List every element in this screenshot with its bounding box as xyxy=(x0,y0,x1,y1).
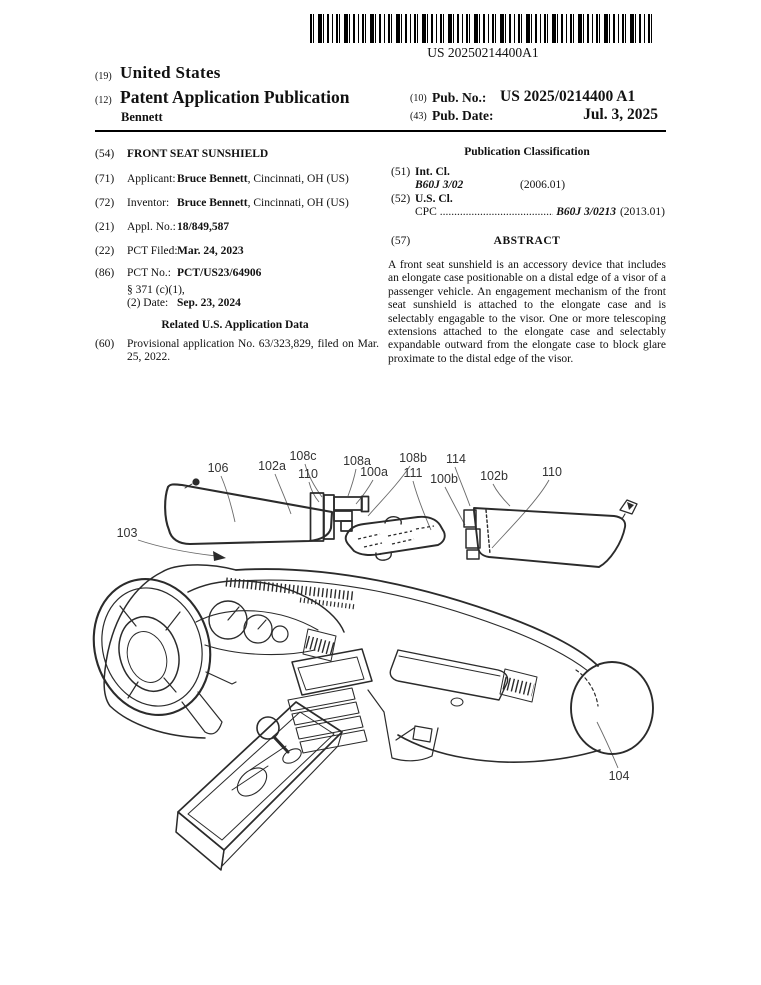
inventor-name: Bruce Bennett xyxy=(177,197,248,209)
stack-slats xyxy=(287,687,368,754)
steering-wheel xyxy=(92,578,212,716)
pct-no-label: PCT No.: xyxy=(127,267,171,279)
applicant-rest: , Cincinnati, OH (US) xyxy=(247,173,349,185)
appl-no-value: 18/849,587 xyxy=(177,221,230,233)
applicant-row: Applicant:Bruce Bennett, Cincinnati, OH … xyxy=(127,173,349,185)
applicant-name: Bruce Bennett xyxy=(177,173,248,185)
ref-label: 114 xyxy=(446,452,466,466)
abstract-num: (57) xyxy=(391,235,411,247)
telescoping-extension-a xyxy=(333,496,363,511)
barcode xyxy=(310,14,656,43)
reference-numerals: 106 102a 108c 110 108a 100a 108b 111 114… xyxy=(117,449,630,783)
side-vent xyxy=(499,668,538,703)
pct-no-num: (86) xyxy=(95,267,115,279)
country-name: United States xyxy=(120,63,221,82)
publication-classification-header: Publication Classification xyxy=(464,146,590,158)
pct-filed-num: (22) xyxy=(95,245,115,257)
dashboard-end-cap xyxy=(570,661,654,755)
applicant-surname: Bennett xyxy=(121,110,163,124)
inventor-label: Inventor: xyxy=(127,197,170,209)
us-cl-num: (52) xyxy=(391,193,411,205)
kind-code-10: (10) xyxy=(410,93,427,104)
s371-line1: § 371 (c)(1), xyxy=(127,284,185,296)
s371-date-label: (2) Date: xyxy=(127,297,169,309)
s371-date-value: Sep. 23, 2024 xyxy=(177,297,241,309)
cpc-label: CPC xyxy=(415,206,437,218)
provisional-text: Provisional application No. 63/323,829, … xyxy=(127,338,379,364)
right-visor xyxy=(463,499,638,568)
kind-code-19: (19) xyxy=(95,71,112,82)
ref-label: 110 xyxy=(298,467,318,481)
ref-label: 108b xyxy=(399,451,427,465)
applicant-num: (71) xyxy=(95,173,115,185)
defroster-vent xyxy=(225,577,357,610)
abstract-text: A front seat sunshield is an accessory d… xyxy=(388,259,666,365)
ref-label: 100a xyxy=(360,465,388,479)
ref-label: 100b xyxy=(430,472,458,486)
ref-label: 108c xyxy=(289,449,316,463)
visor-mount-bracket xyxy=(619,499,638,520)
title-num: (54) xyxy=(95,148,115,160)
center-screen xyxy=(291,648,373,696)
visor-pivot xyxy=(192,478,200,486)
invention-title: FRONT SEAT SUNSHIELD xyxy=(127,148,269,160)
pct-filed-value: Mar. 24, 2023 xyxy=(177,245,244,257)
pub-no-value: US 2025/0214400 A1 xyxy=(500,88,636,105)
inventor-num: (72) xyxy=(95,197,115,209)
cpc-line: CPC ....................................… xyxy=(415,206,665,218)
ref-label: 111 xyxy=(403,466,422,480)
kick-panel xyxy=(367,689,439,762)
ref-label: 110 xyxy=(542,465,562,479)
ref-label: 104 xyxy=(609,769,630,783)
abstract-header: ABSTRACT xyxy=(493,235,561,247)
us-cl-label: U.S. Cl. xyxy=(415,193,453,205)
cpc-dot-leader: ........................................… xyxy=(439,206,553,218)
center-console xyxy=(175,701,343,871)
applicant-label: Applicant: xyxy=(127,173,176,185)
arrowhead-103 xyxy=(213,551,226,561)
rearview-mirror xyxy=(344,515,446,561)
inventor-row: Inventor: Bruce Bennett, Cincinnati, OH (… xyxy=(127,197,349,209)
related-data-header: Related U.S. Application Data xyxy=(161,319,309,331)
patent-figure: 106 102a 108c 110 108a 100a 108b 111 114… xyxy=(92,449,654,871)
engagement-mechanism xyxy=(463,509,481,560)
pct-no-value: PCT/US23/64906 xyxy=(177,267,262,279)
ref-label: 102a xyxy=(258,459,286,473)
ref-label: 108a xyxy=(343,454,371,468)
pub-no-label: Pub. No.: xyxy=(432,90,487,105)
case-dashed-outline xyxy=(485,509,491,555)
gear-shifter xyxy=(256,716,302,764)
kind-code-43: (43) xyxy=(410,111,427,122)
airbag-panel xyxy=(389,649,509,707)
wiper-stalk xyxy=(205,671,237,685)
appl-no-label: Appl. No.: xyxy=(127,221,176,233)
left-visor xyxy=(164,478,334,546)
mirror-glass-stipple xyxy=(357,525,435,548)
pct-filed-label: PCT Filed: xyxy=(127,245,178,257)
header-divider xyxy=(95,130,666,132)
int-cl-code: B60J 3/02 xyxy=(415,179,464,191)
elongate-case xyxy=(309,492,370,542)
barcode-number: US 20250214400A1 xyxy=(427,45,539,60)
inventor-rest: , Cincinnati, OH (US) xyxy=(247,197,349,209)
ref-label: 102b xyxy=(480,469,508,483)
int-cl-version: (2006.01) xyxy=(520,179,566,191)
cpc-code: B60J 3/0213 xyxy=(556,206,616,218)
publication-type: Patent Application Publication xyxy=(120,87,350,107)
ref-label: 106 xyxy=(208,461,229,475)
pub-date-value: Jul. 3, 2025 xyxy=(583,106,658,123)
center-vent xyxy=(302,628,337,662)
appl-no-num: (21) xyxy=(95,221,115,233)
cup-holder xyxy=(236,767,268,797)
steering-column xyxy=(181,671,237,735)
ref-label: 103 xyxy=(117,526,138,540)
cpc-version: (2013.01) xyxy=(619,206,665,218)
int-cl-num: (51) xyxy=(391,166,411,178)
provisional-num: (60) xyxy=(95,338,115,350)
int-cl-label: Int. Cl. xyxy=(415,166,450,178)
kind-code-12: (12) xyxy=(95,95,112,106)
telescoping-extension-b xyxy=(333,510,353,522)
pub-date-label: Pub. Date: xyxy=(432,108,494,123)
dashboard xyxy=(92,564,654,871)
